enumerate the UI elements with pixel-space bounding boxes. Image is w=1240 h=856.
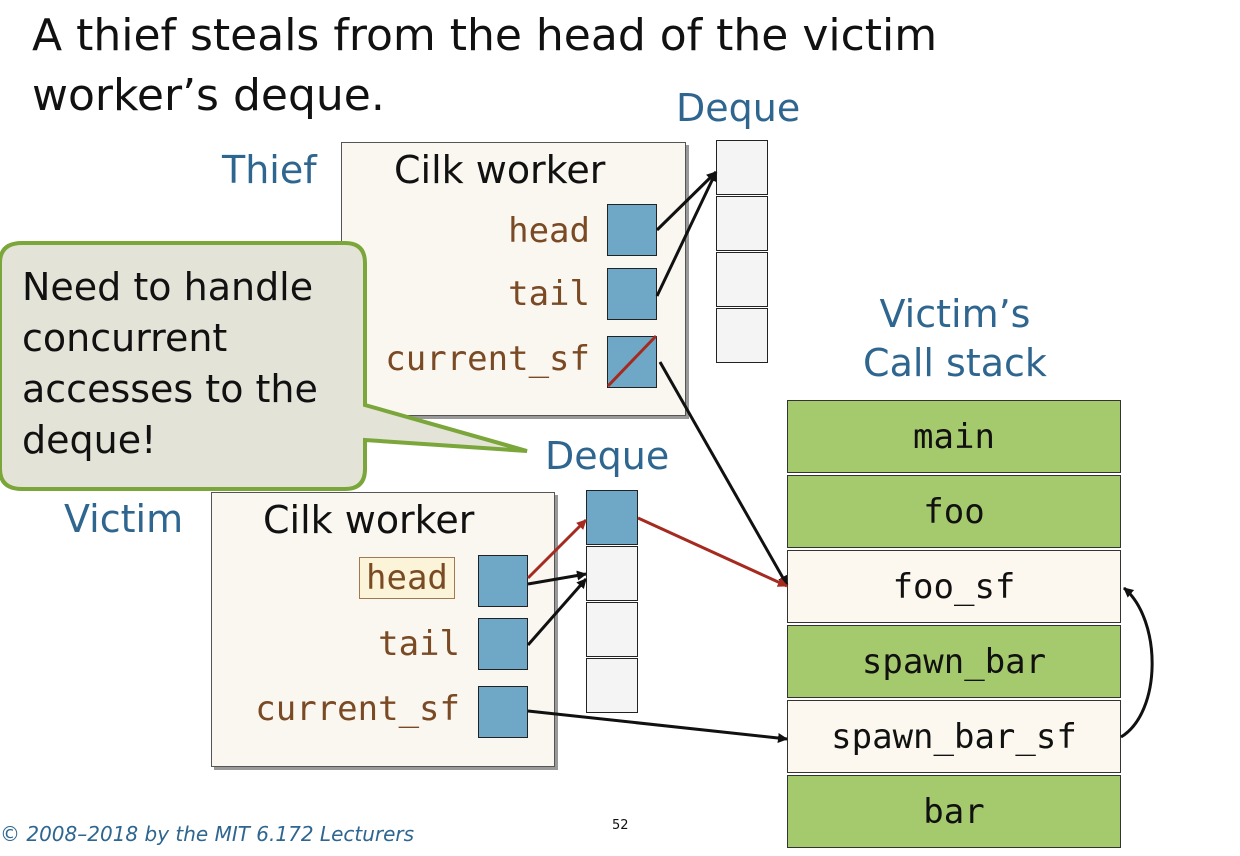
call-stack-title-line1: Victim’s xyxy=(879,292,1031,336)
victim-deque-cell xyxy=(586,602,638,657)
victim-tail-arrow xyxy=(526,578,588,646)
thief-tail-arrow xyxy=(655,171,718,297)
frame-bar: bar xyxy=(787,775,1121,848)
callout-bubble xyxy=(0,241,528,491)
victim-head-stolen-arrow xyxy=(526,518,588,580)
thief-deque-cell xyxy=(716,140,768,195)
victim-deque-cell-stolen xyxy=(586,490,638,545)
victim-deque-cell xyxy=(586,546,638,601)
slide-title: A thief steals from the head of the vict… xyxy=(32,10,938,121)
call-stack-title-line2: Call stack xyxy=(863,341,1047,385)
victim-head-label: head xyxy=(359,557,455,599)
thief-head-arrow xyxy=(655,170,718,232)
stolen-entry-arrow xyxy=(637,516,788,588)
victim-deque-cell xyxy=(586,658,638,713)
victim-current-sf-arrow xyxy=(527,709,788,744)
thief-tail-label: tail xyxy=(508,274,590,314)
thief-tail-pointer xyxy=(607,268,657,320)
frame-foo: foo xyxy=(787,475,1121,548)
victim-tail-pointer xyxy=(478,618,528,670)
victim-current-sf-pointer xyxy=(478,686,528,738)
page-number: 52 xyxy=(612,818,629,833)
copyright-footer: © 2008–2018 by the MIT 6.172 Lecturers xyxy=(0,822,415,846)
victim-worker-title: Cilk worker xyxy=(263,498,475,542)
thief-deque-cell xyxy=(716,252,768,307)
thief-current-sf-null-slash xyxy=(606,334,658,388)
thief-head-label: head xyxy=(508,211,590,251)
victim-label: Victim xyxy=(64,497,184,541)
thief-label: Thief xyxy=(222,148,317,192)
thief-current-sf-arrow xyxy=(658,361,789,586)
frame-spawn-bar: spawn_bar xyxy=(787,625,1121,698)
thief-head-pointer xyxy=(607,204,657,256)
frame-main: main xyxy=(787,400,1121,473)
frame-spawn-bar-sf: spawn_bar_sf xyxy=(787,700,1121,773)
victim-current-sf-label: current_sf xyxy=(255,689,460,729)
callout-text: Need to handle concurrent accesses to th… xyxy=(22,265,318,462)
victim-deque-label: Deque xyxy=(545,434,670,478)
thief-deque-label: Deque xyxy=(676,86,801,130)
thief-worker-title: Cilk worker xyxy=(394,148,606,192)
victim-head-arrow xyxy=(527,570,587,586)
thief-deque-cell xyxy=(716,308,768,363)
parent-link-arrow xyxy=(1120,586,1154,739)
victim-head-pointer xyxy=(478,555,528,607)
frame-foo-sf: foo_sf xyxy=(787,550,1121,623)
victim-tail-label: tail xyxy=(378,624,460,664)
thief-current-sf-label: current_sf xyxy=(385,339,590,379)
thief-deque-cell xyxy=(716,196,768,251)
